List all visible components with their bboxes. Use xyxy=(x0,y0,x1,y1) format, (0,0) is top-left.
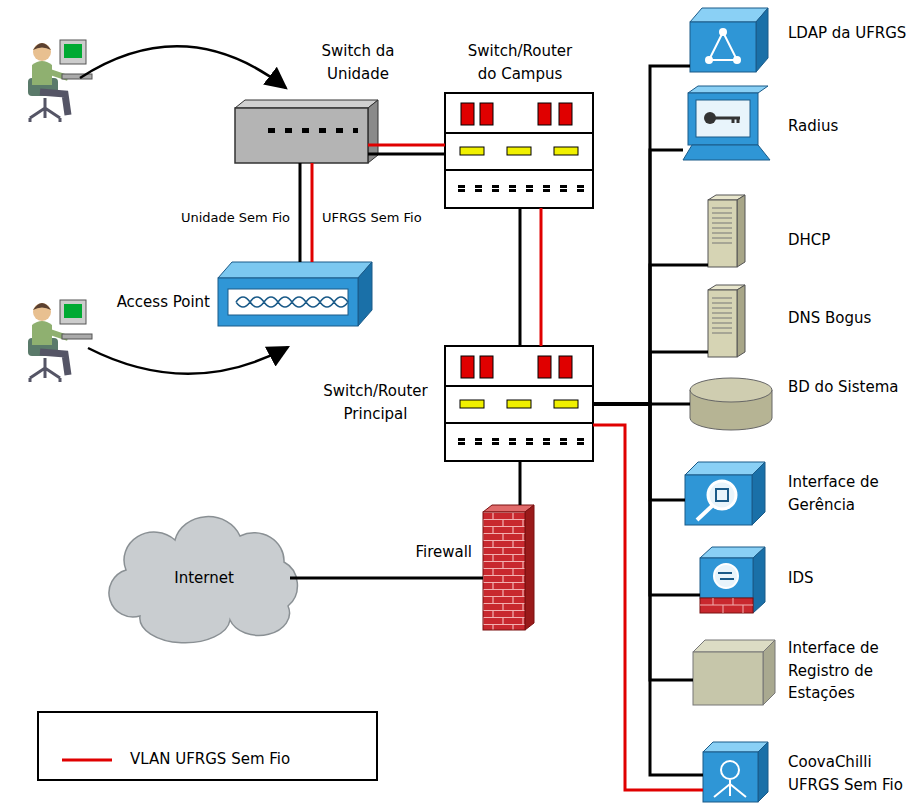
server-node: IDS xyxy=(700,547,765,613)
cloud-icon xyxy=(109,517,297,643)
link-line xyxy=(519,208,522,346)
server-node: Radius xyxy=(683,86,770,160)
link-line xyxy=(593,352,708,404)
server-node: Interface de Gerência xyxy=(685,462,765,525)
node-label: IDS xyxy=(788,567,910,590)
dns-server-icon xyxy=(708,285,745,357)
dhcp-server-icon xyxy=(708,195,745,267)
node-label: LDAP da UFRGS xyxy=(788,22,910,45)
node-label: Switch/Router do Campus xyxy=(458,40,583,85)
link-line xyxy=(593,404,693,680)
node-label: Radius xyxy=(788,115,910,138)
registration-icon xyxy=(693,640,775,705)
link-line xyxy=(593,404,703,775)
server-node: LDAP da UFRGS xyxy=(690,8,768,72)
firewall-icon xyxy=(483,505,534,630)
firewall-box: Firewall xyxy=(483,505,534,630)
link-line xyxy=(593,425,703,790)
access-arrow xyxy=(80,46,286,88)
legend-text: VLAN UFRGS Sem Fio xyxy=(130,750,290,768)
node-label: DHCP xyxy=(788,229,910,252)
ldap-icon xyxy=(690,8,768,72)
link-line xyxy=(593,150,683,404)
legend-entry: VLAN UFRGS Sem Fio xyxy=(130,749,290,770)
link-line xyxy=(593,265,708,404)
radius-icon xyxy=(683,86,770,160)
node-label: BD do Sistema xyxy=(788,376,910,399)
user-figure xyxy=(28,40,92,122)
database-node: BD do Sistema xyxy=(690,378,772,432)
server-node: DNS Bogus xyxy=(708,285,745,357)
link-label: UFRGS Sem Fio xyxy=(320,210,424,227)
access-arrow xyxy=(88,347,288,374)
coovachilli-icon xyxy=(703,742,768,802)
link-line xyxy=(311,163,314,262)
access-point-box: Access Point xyxy=(218,262,372,326)
legend-line-sample xyxy=(62,759,112,762)
link-line xyxy=(290,577,483,580)
campus-switch-icon xyxy=(445,93,593,208)
unit-switch-icon xyxy=(235,100,378,163)
link-line xyxy=(368,153,445,156)
node-label: Interface de Registro de Estações xyxy=(788,637,910,705)
node-label: Switch/Router Principal xyxy=(313,380,438,425)
switch-box: Switch da Unidade xyxy=(235,108,368,163)
link-line xyxy=(540,208,543,346)
link-line xyxy=(593,404,685,500)
main-switch-icon xyxy=(445,346,593,461)
node-label: Internet xyxy=(174,567,234,590)
link-line xyxy=(368,144,445,147)
switch-router-box: Switch/Router Principal xyxy=(445,346,593,461)
server-node: CoovaChilli UFRGS Sem Fio xyxy=(703,742,768,802)
ids-icon xyxy=(700,547,765,613)
link-line xyxy=(593,404,700,595)
server-node: Interface de Registro de Estações xyxy=(693,640,775,705)
switch-router-box: Switch/Router do Campus xyxy=(445,93,593,208)
database-icon xyxy=(690,378,772,430)
link-label: Unidade Sem Fio xyxy=(179,210,292,227)
link-line xyxy=(299,163,302,262)
access-point-icon xyxy=(218,262,372,326)
node-label: Interface de Gerência xyxy=(788,471,910,516)
node-label: Switch da Unidade xyxy=(312,40,404,85)
cloud-node: Internet xyxy=(118,534,290,622)
server-node: DHCP xyxy=(708,195,745,267)
node-label: DNS Bogus xyxy=(788,307,910,330)
user-figure xyxy=(28,300,92,382)
management-icon xyxy=(685,462,765,525)
legend-box xyxy=(38,712,377,780)
node-label: Firewall xyxy=(415,541,472,564)
link-line xyxy=(519,461,522,505)
node-label: CoovaChilli UFRGS Sem Fio xyxy=(788,751,910,796)
node-label: Access Point xyxy=(117,291,210,314)
